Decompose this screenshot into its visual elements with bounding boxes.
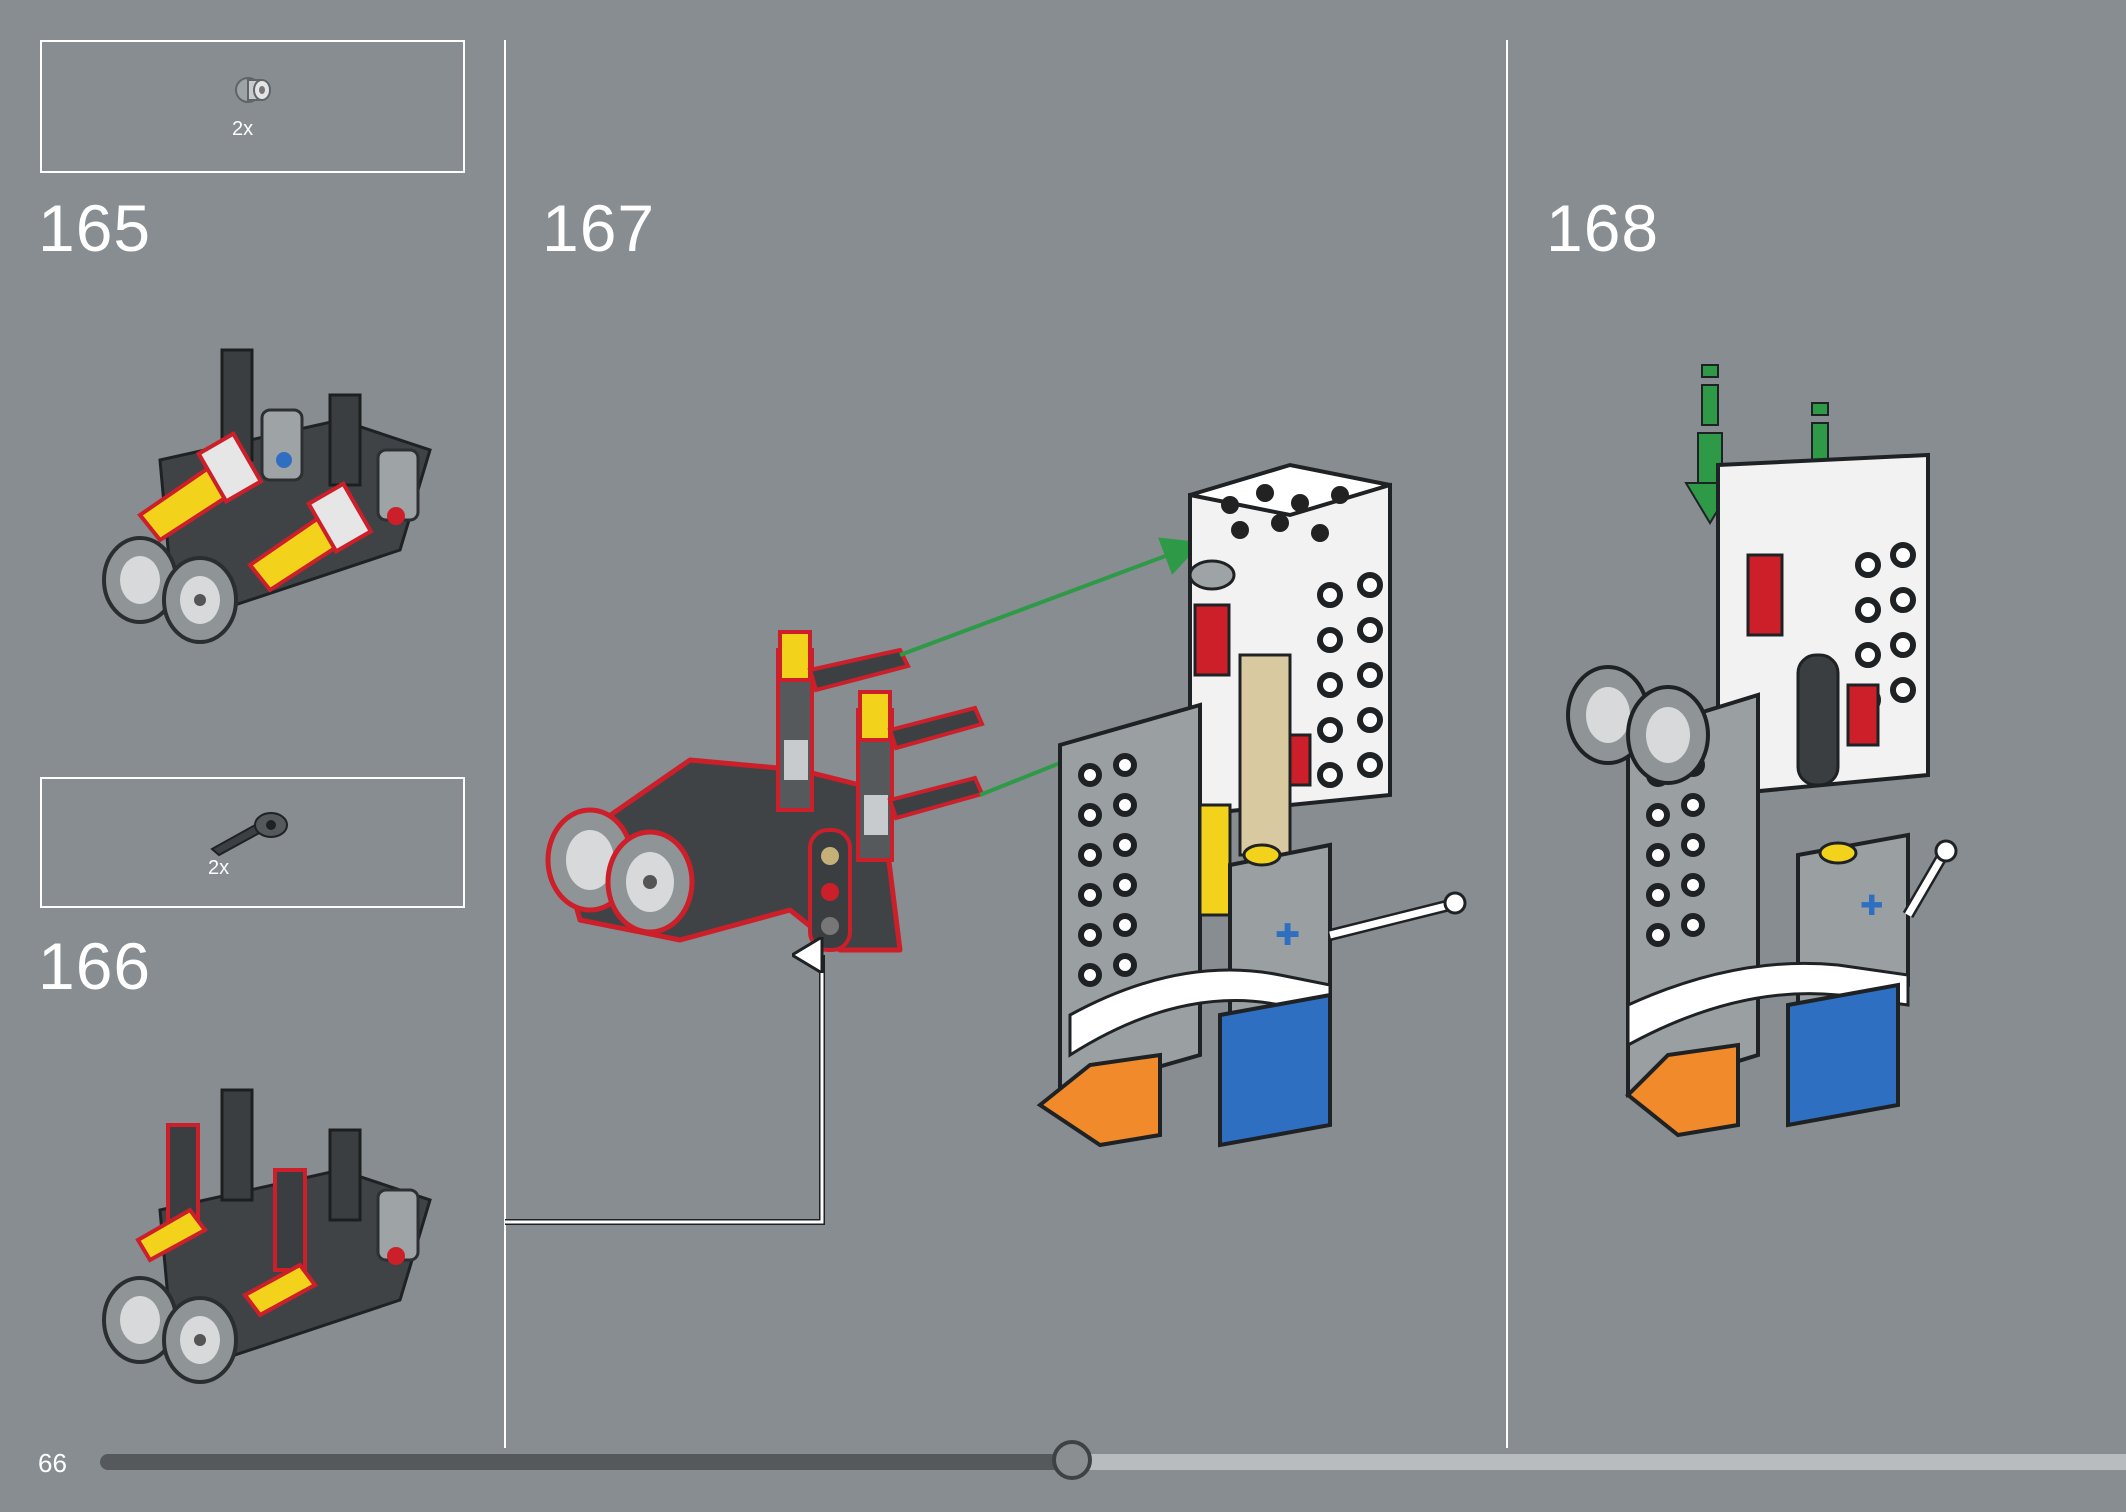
progress-slider-handle[interactable] — [1052, 1440, 1092, 1480]
parts-callout-166: 2x — [40, 777, 465, 908]
step-166-model-image — [102, 1088, 432, 1384]
white-connector-arrow — [505, 955, 825, 1225]
step-number-166: 166 — [38, 929, 152, 1003]
step-number-167: 167 — [542, 191, 656, 265]
step-168-model-image: ✚ — [1566, 364, 1958, 1138]
axle-pin-icon — [210, 812, 288, 857]
step-167-main-model-image: ✚ — [1036, 462, 1467, 1148]
svg-text:✚: ✚ — [1275, 918, 1300, 953]
step-number-165: 165 — [38, 191, 152, 265]
part-quantity: 2x — [232, 118, 254, 140]
bush-icon — [235, 77, 271, 103]
column-divider-right — [1506, 40, 1508, 1448]
progress-bar-remaining — [1072, 1454, 2126, 1470]
column-divider-left — [504, 40, 506, 1448]
svg-text:✚: ✚ — [1860, 889, 1883, 922]
step-165-model-image — [102, 348, 432, 644]
step-167-subassembly-image — [545, 630, 985, 953]
parts-callout-165: 2x — [40, 40, 465, 173]
step-number-168: 168 — [1546, 191, 1660, 265]
progress-bar-filled — [100, 1454, 1072, 1470]
part-quantity: 2x — [208, 857, 230, 879]
page-number: 66 — [38, 1448, 67, 1478]
green-arrow-upper — [899, 537, 1203, 657]
